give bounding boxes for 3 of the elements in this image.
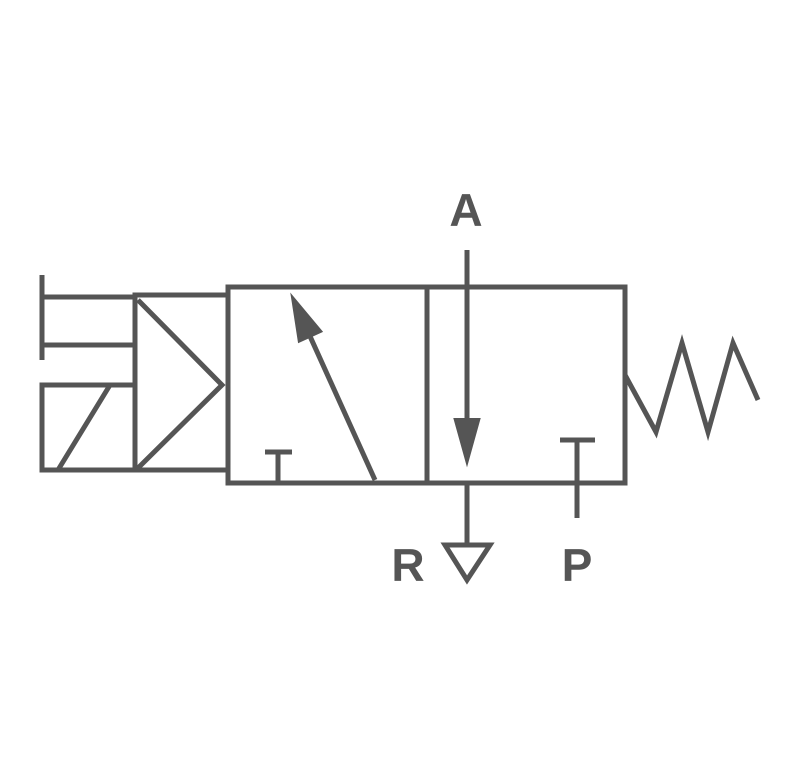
port-label: P (564, 549, 591, 581)
port-label: R (394, 549, 424, 581)
port-label: A (450, 194, 482, 226)
